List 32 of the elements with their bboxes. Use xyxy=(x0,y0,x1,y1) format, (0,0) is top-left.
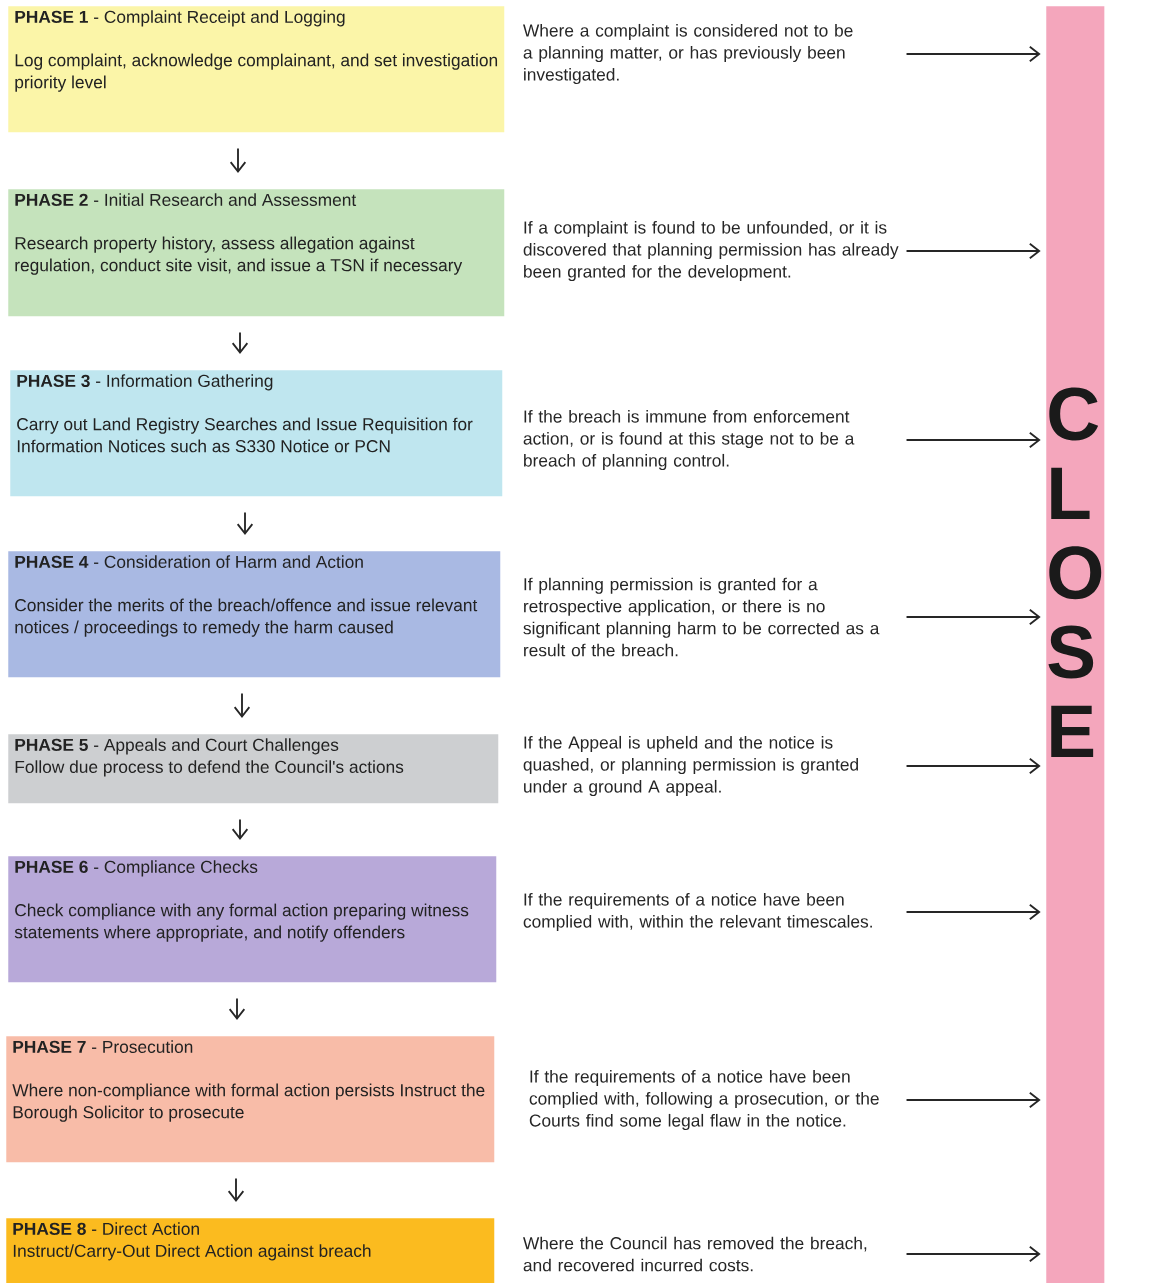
condition-text: If the requirements of a notice have been complied with, within the relevant timescales. xyxy=(523,892,872,932)
arrow xyxy=(905,757,1041,775)
phase-box: PHASE 3 - Information Gathering Carry out Land Registry Searches and Issue Requisition for Information Notices such as S330 Notice or PCN xyxy=(10,370,503,497)
arrow xyxy=(905,45,1041,63)
arrow xyxy=(231,818,249,840)
condition-text: If the breach is immune from enforcement action, or is found at this stage not to be a breach of planning control. xyxy=(523,409,855,471)
phase-box: PHASE 7 - Prosecution Where non-compliance with formal action persists Instruct the Borough Solicitor to prosecute xyxy=(6,1036,495,1163)
condition-text: If the requirements of a notice have been complied with, following a prosecution, or the Courts find some legal flaw in the notice. xyxy=(529,1069,879,1131)
arrow xyxy=(236,511,254,535)
arrow xyxy=(228,997,246,1020)
phase-box: PHASE 4 - Consideration of Harm and Action Consider the merits of the breach/offence and issue relevant notices / proceedings to remedy the harm caused xyxy=(8,551,501,678)
arrow xyxy=(233,692,251,718)
arrow xyxy=(229,147,247,173)
condition-text: Where a complaint is considered not to be a planning matter, or has previously been investigated. xyxy=(523,23,853,85)
phase-box: PHASE 8 - Direct Action Instruct/Carry-Out Direct Action against breach xyxy=(6,1218,495,1283)
arrow xyxy=(905,608,1041,626)
arrow xyxy=(231,331,249,354)
phase-box: PHASE 6 - Compliance Checks Check compliance with any formal action preparing witness statements where appropriate, and notify offenders xyxy=(8,856,497,983)
close-band: CLOSE xyxy=(1046,6,1105,1283)
arrow xyxy=(905,1091,1041,1109)
arrow xyxy=(905,242,1041,260)
arrow xyxy=(905,903,1041,921)
condition-text: If a complaint is found to be unfounded, or it is discovered that planning permission has already been granted for the development. xyxy=(523,220,899,282)
phase-box: PHASE 1 - Complaint Receipt and Logging Log complaint, acknowledge complainant, and set investigation priority level xyxy=(8,6,505,133)
phase-box: PHASE 5 - Appeals and Court Challenges Follow due process to defend the Council's actions xyxy=(8,734,499,804)
condition-text: Where the Council has removed the breach, and recovered incurred costs. xyxy=(523,1236,867,1272)
condition-text: If the Appeal is upheld and the notice is quashed, or planning permission is granted under a ground A appeal. xyxy=(523,735,858,797)
arrow xyxy=(905,431,1041,449)
condition-text: If planning permission is granted for a retrospective application, or there is no significant planning harm to be corrected as a result of the breach. xyxy=(523,577,880,657)
arrow xyxy=(227,1177,245,1202)
phase-box: PHASE 2 - Initial Research and Assessment Research property history, assess allegation against regulation, conduct site visit, and issue a TSN if necessary xyxy=(8,189,505,317)
arrow xyxy=(905,1245,1041,1263)
